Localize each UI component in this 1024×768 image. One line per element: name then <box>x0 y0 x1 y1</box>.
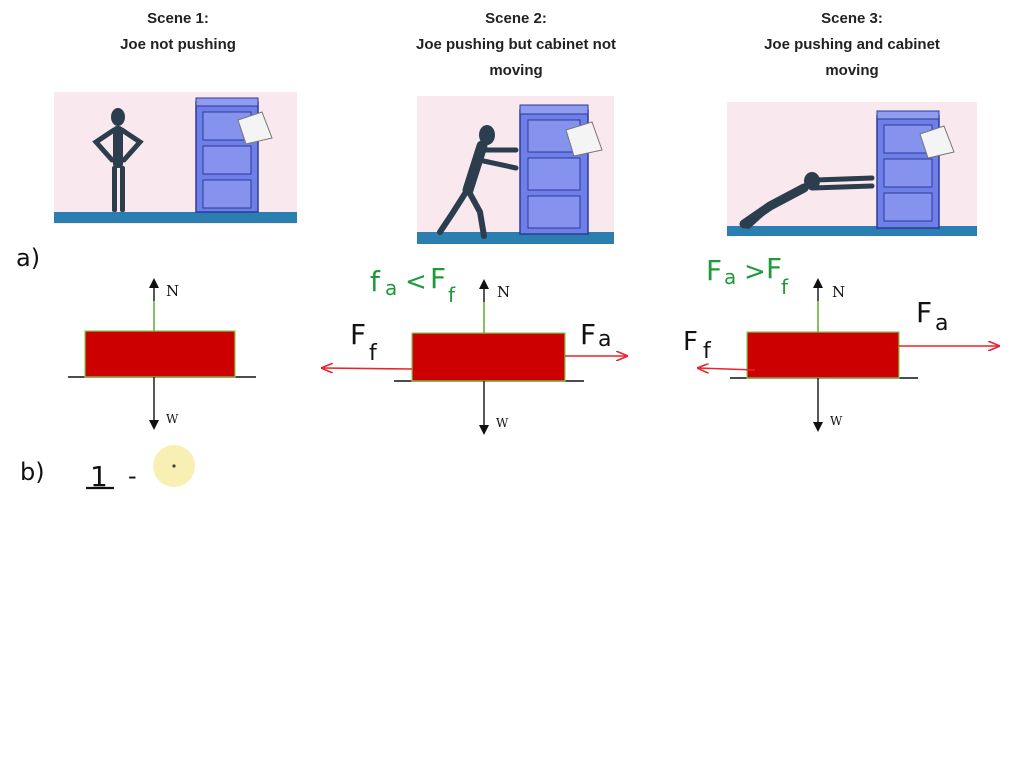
scene-3-title: Scene 3: <box>821 10 883 27</box>
relation-left-letter: f <box>370 265 381 298</box>
free-body-diagram-3: N W F a F f F a > F f <box>683 252 999 432</box>
applied-force-subscript: a <box>935 311 948 336</box>
cabinet-icon <box>195 97 273 213</box>
block <box>411 332 566 382</box>
scene-2-caption: Scene 2: Joe pushing but cabinet not mov… <box>366 6 666 84</box>
cabinet-icon <box>876 110 955 229</box>
weight-label: W <box>830 414 843 428</box>
answer-b: 1 - <box>86 460 137 493</box>
free-body-diagram-1: N W <box>68 278 256 430</box>
applied-force-label: F a <box>580 318 611 352</box>
standing-figure-icon <box>92 108 144 212</box>
scene-3-illustration <box>727 102 977 236</box>
normal-force-label: N <box>497 283 510 301</box>
relation-left-subscript: a <box>724 265 736 289</box>
scene-3-force-relation: F a > F f <box>706 252 789 299</box>
relation-right-subscript: f <box>448 283 456 307</box>
weight-label: W <box>166 412 179 426</box>
relation-operator: < <box>405 267 427 297</box>
friction-force-arrow <box>698 368 756 370</box>
relation-right-letter: F <box>766 252 782 285</box>
block <box>84 330 236 378</box>
scene-1-subtitle-line-1: Joe not pushing <box>120 36 236 53</box>
scene-1-caption: Scene 1: Joe not pushing <box>88 6 268 58</box>
scene-3-caption: Scene 3: Joe pushing and cabinet moving <box>712 6 992 84</box>
relation-left-subscript: a <box>385 276 397 300</box>
scene-1-illustration <box>54 92 297 224</box>
normal-force-label: N <box>166 282 179 300</box>
friction-force-subscript: f <box>703 339 712 364</box>
applied-force-subscript: a <box>598 327 611 352</box>
scene-2-force-relation: f a < F f <box>370 262 456 307</box>
block <box>746 331 900 379</box>
cabinet-icon <box>519 104 603 235</box>
answer-b-number: 1 <box>90 460 108 493</box>
relation-right-subscript: f <box>781 275 789 299</box>
weight-label: W <box>496 416 509 430</box>
relation-right-letter: F <box>430 262 446 295</box>
leaning-figure-icon <box>739 172 875 229</box>
friction-force-subscript: f <box>369 341 378 366</box>
pen-cursor-icon <box>153 445 195 487</box>
scene-2-title: Scene 2: <box>485 10 547 27</box>
scene-2-subtitle-line-2: moving <box>489 62 543 79</box>
part-b-label: b) <box>20 458 45 486</box>
scene-2-illustration <box>417 96 614 244</box>
normal-force-label: N <box>832 283 845 301</box>
relation-left-letter: F <box>706 254 722 287</box>
applied-force-label: F a <box>916 296 948 336</box>
free-body-diagram-2: N W F a F f f a < F f <box>322 262 627 435</box>
relation-operator: > <box>744 257 766 287</box>
pushing-figure-icon <box>437 125 519 239</box>
scene-1-title: Scene 1: <box>147 10 209 27</box>
scene-3-floor <box>727 226 977 236</box>
applied-force-letter: F <box>916 296 932 329</box>
answer-b-dash: - <box>128 462 137 490</box>
scene-2-floor <box>417 232 614 244</box>
scene-3-subtitle-line-2: moving <box>825 62 879 79</box>
friction-force-label: F f <box>350 318 378 366</box>
part-a-label: a) <box>16 244 40 272</box>
scene-1-floor <box>54 212 297 223</box>
scene-1-background <box>54 92 297 224</box>
scene-3-subtitle-line-1: Joe pushing and cabinet <box>764 36 940 53</box>
friction-force-letter: F <box>350 318 366 351</box>
friction-force-label: F f <box>683 327 712 364</box>
friction-force-arrow <box>322 368 413 369</box>
scene-2-subtitle-line-1: Joe pushing but cabinet not <box>416 36 616 53</box>
friction-force-letter: F <box>683 327 698 357</box>
applied-force-letter: F <box>580 318 596 351</box>
